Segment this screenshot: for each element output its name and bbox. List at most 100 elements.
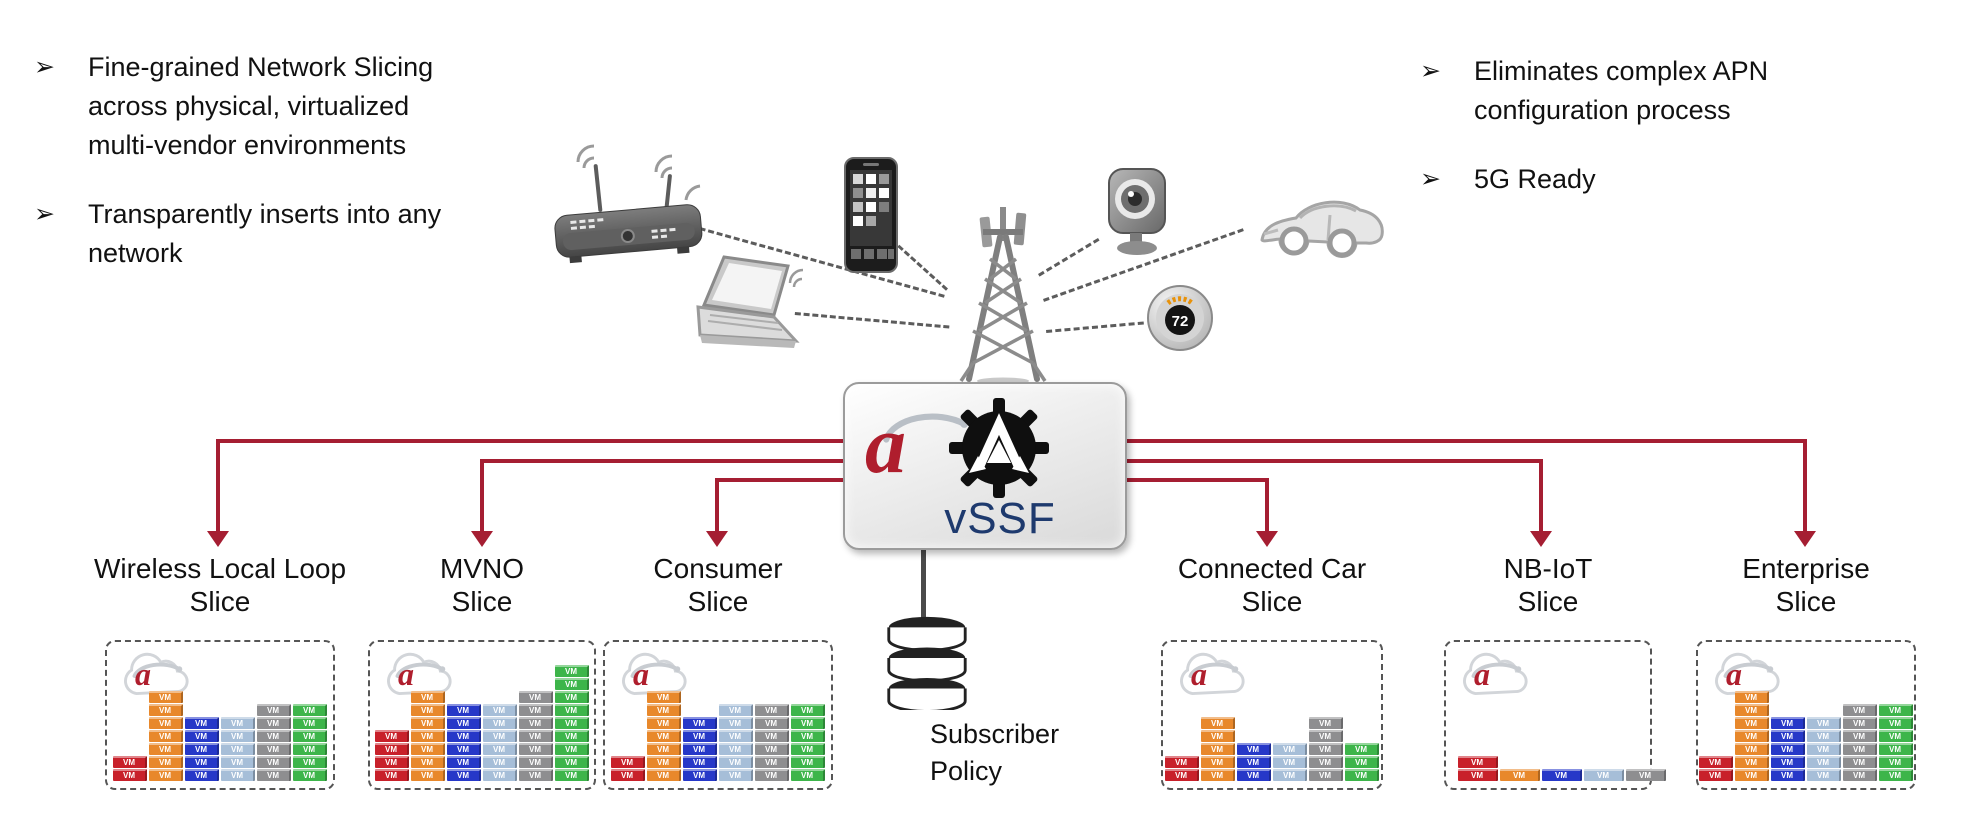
- vm-block: VM: [719, 717, 753, 729]
- bullet-item: ➢ 5G Ready: [1420, 160, 1850, 199]
- vm-block: VM: [555, 665, 589, 677]
- affirmed-logo: a: [859, 396, 971, 496]
- vm-block: VM: [1699, 769, 1733, 781]
- vm-block: VM: [257, 717, 291, 729]
- connected-car-icon: [1252, 178, 1388, 264]
- vm-block: VM: [555, 678, 589, 690]
- vm-block: VM: [447, 730, 481, 742]
- vm-block: VM: [1807, 730, 1841, 742]
- vm-block: VM: [1309, 717, 1343, 729]
- vm-block: VM: [185, 743, 219, 755]
- vm-block: VM: [1237, 769, 1271, 781]
- vssf-label: vSSF: [944, 494, 1056, 543]
- vm-block: VM: [555, 730, 589, 742]
- gear-icon: [949, 398, 1049, 498]
- thermostat-reading: 72: [1172, 313, 1189, 330]
- bullet-item: ➢ Eliminates complex APN configuration p…: [1420, 52, 1850, 130]
- arrow-connector-enterprise: [1803, 439, 1807, 532]
- arrow-connector-wll: [216, 439, 220, 532]
- bullet-text: Transparently inserts into any network: [88, 199, 442, 268]
- vm-block: VM: [1735, 730, 1769, 742]
- vm-block: VM: [1309, 730, 1343, 742]
- bullet-text: Fine-grained Network Slicing across phys…: [88, 52, 434, 160]
- vm-block: VM: [1843, 704, 1877, 716]
- vm-block: VM: [555, 769, 589, 781]
- vm-block: VM: [257, 756, 291, 768]
- vm-block: VM: [1879, 769, 1913, 781]
- vm-block: VM: [611, 756, 645, 768]
- vm-block: VM: [411, 769, 445, 781]
- slice-title: MVNO Slice: [440, 553, 524, 617]
- vm-block: VM: [647, 704, 681, 716]
- vm-block: VM: [1843, 743, 1877, 755]
- vm-block: VM: [791, 756, 825, 768]
- radio-link-line: [794, 312, 950, 329]
- vm-block: VM: [683, 717, 717, 729]
- subscriber-policy-database-icon: [884, 614, 970, 714]
- vm-block: VM: [411, 743, 445, 755]
- arrowhead-icon: [207, 531, 229, 547]
- vm-block: VM: [483, 704, 517, 716]
- vm-block: VM: [1843, 717, 1877, 729]
- laptop-icon: [686, 253, 814, 353]
- vm-block: VM: [149, 769, 183, 781]
- slice-title: Consumer Slice: [653, 553, 783, 617]
- vm-block: VM: [519, 743, 553, 755]
- vm-block: VM: [1735, 769, 1769, 781]
- vm-block: VM: [185, 756, 219, 768]
- vm-block: VM: [647, 691, 681, 703]
- vm-block: VM: [483, 743, 517, 755]
- vm-block: VM: [791, 730, 825, 742]
- vm-block: VM: [375, 756, 409, 768]
- vm-block: VM: [555, 717, 589, 729]
- vm-block: VM: [1201, 730, 1235, 742]
- vm-block: VM: [375, 769, 409, 781]
- vm-block: VM: [1807, 743, 1841, 755]
- vm-block: VM: [519, 756, 553, 768]
- arrow-connector-mvno: [480, 459, 845, 463]
- vm-block: VM: [1771, 717, 1805, 729]
- arrow-connector-conncar: [1265, 478, 1269, 532]
- smart-thermostat-icon: 72: [1146, 284, 1214, 352]
- wireless-router-icon: [548, 128, 708, 276]
- vm-block: VM: [1735, 691, 1769, 703]
- vm-block: VM: [1500, 769, 1540, 781]
- vm-block: VM: [755, 769, 789, 781]
- vm-block: VM: [1237, 756, 1271, 768]
- vm-block: VM: [755, 704, 789, 716]
- cloud-logo-letter: a: [1191, 656, 1207, 692]
- arrow-connector-consumer: [715, 478, 845, 482]
- vm-block: VM: [483, 730, 517, 742]
- arrowhead-icon: [1794, 531, 1816, 547]
- vm-block: VM: [149, 730, 183, 742]
- vssf-box: a vSSF: [843, 382, 1127, 550]
- vm-block: VM: [519, 769, 553, 781]
- vm-stack-orange: VM: [1500, 769, 1540, 781]
- logo-letter: a: [865, 399, 906, 490]
- vm-block: VM: [719, 769, 753, 781]
- vm-block: VM: [1201, 717, 1235, 729]
- arrow-connector-wll: [216, 439, 845, 443]
- vm-stack-steel: VM: [1584, 769, 1624, 781]
- arrowhead-icon: [471, 531, 493, 547]
- vm-block: VM: [257, 769, 291, 781]
